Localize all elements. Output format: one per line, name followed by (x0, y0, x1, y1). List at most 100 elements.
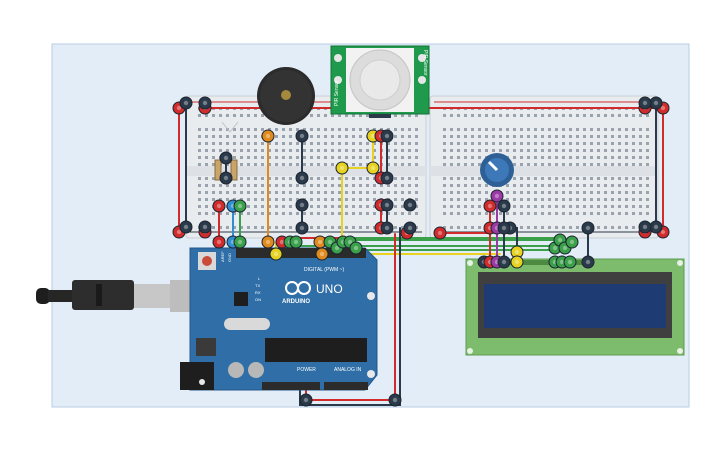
arduino-uno[interactable]: UNO ARDUINO DIGITAL (PWM ~) POWER ANALOG… (180, 247, 378, 391)
wire-endpoint[interactable] (403, 221, 417, 235)
resistor-icon (214, 159, 238, 181)
wire-endpoint-highlight (176, 105, 182, 111)
wire-endpoint-highlight (370, 165, 376, 171)
wire-endpoint[interactable] (380, 171, 394, 185)
wire-endpoint[interactable] (179, 96, 193, 110)
wire-endpoint[interactable] (483, 199, 497, 213)
wire-endpoint[interactable] (497, 221, 511, 235)
wire-endpoint[interactable] (219, 171, 233, 185)
wire-endpoint-highlight (370, 133, 376, 139)
wire-endpoint[interactable] (261, 235, 275, 249)
piezo-buzzer-icon[interactable] (257, 67, 315, 125)
wire-endpoint[interactable] (380, 198, 394, 212)
power-label: POWER (297, 367, 316, 373)
wire-endpoint-highlight (339, 165, 345, 171)
wire-endpoint-highlight (557, 237, 563, 243)
wire-endpoint-highlight (437, 230, 443, 236)
wire-endpoint[interactable] (198, 96, 212, 110)
wire-endpoint-highlight (501, 259, 507, 265)
wire-endpoint[interactable] (212, 235, 226, 249)
wire-endpoint-highlight (562, 245, 568, 251)
analog-label: ANALOG IN (334, 367, 362, 373)
wire-endpoint-highlight (392, 397, 398, 403)
wire-endpoint-highlight (265, 239, 271, 245)
wire-endpoint[interactable] (335, 161, 349, 175)
wire-endpoint-highlight (660, 229, 666, 235)
potentiometer-icon[interactable] (480, 153, 514, 187)
wire-endpoint[interactable] (388, 393, 402, 407)
wire-endpoint-highlight (299, 202, 305, 208)
wire-endpoint-highlight (642, 100, 648, 106)
on-label: ON (255, 297, 261, 302)
wire-endpoint[interactable] (295, 221, 309, 235)
wire-endpoint-highlight (384, 133, 390, 139)
wire-endpoints[interactable] (172, 96, 670, 407)
wire-endpoint-highlight (237, 203, 243, 209)
wire-endpoint[interactable] (366, 161, 380, 175)
wire-endpoint-highlight (585, 225, 591, 231)
aref-label: AREF (220, 251, 225, 262)
wire-endpoint-highlight (569, 239, 575, 245)
wire-endpoint-highlight (353, 245, 359, 251)
wire-endpoint-highlight (299, 175, 305, 181)
wire-endpoint-highlight (514, 249, 520, 255)
lcd-display[interactable] (465, 258, 685, 356)
wire-endpoint-highlight (303, 397, 309, 403)
arduino-brand: ARDUINO (282, 299, 310, 305)
wire-endpoint[interactable] (233, 199, 247, 213)
wire-endpoint[interactable] (295, 171, 309, 185)
wire-endpoint[interactable] (497, 255, 511, 269)
l-label: L (258, 276, 261, 281)
wire-endpoint[interactable] (380, 129, 394, 143)
wire-endpoint[interactable] (581, 255, 595, 269)
wire-endpoint-highlight (501, 225, 507, 231)
arduino-model: UNO (316, 282, 343, 296)
wire-endpoint[interactable] (233, 235, 247, 249)
wire-endpoint-highlight (514, 259, 520, 265)
wire-endpoint-highlight (319, 251, 325, 257)
wire-endpoint[interactable] (565, 235, 579, 249)
wire-endpoint[interactable] (179, 220, 193, 234)
wire-endpoint-highlight (585, 259, 591, 265)
wire-endpoint[interactable] (269, 247, 283, 261)
rx-label: RX (255, 290, 261, 295)
wire-endpoint[interactable] (295, 198, 309, 212)
wire-endpoint[interactable] (289, 235, 303, 249)
wire-endpoint[interactable] (563, 255, 577, 269)
wire-endpoint[interactable] (581, 221, 595, 235)
breadboard-right[interactable] (429, 95, 659, 239)
wire-endpoint[interactable] (212, 199, 226, 213)
wire-endpoint[interactable] (198, 220, 212, 234)
wire-endpoint-highlight (501, 203, 507, 209)
wire-endpoint[interactable] (315, 247, 329, 261)
wire-endpoint[interactable] (403, 198, 417, 212)
wire-endpoint[interactable] (638, 220, 652, 234)
tx-label: TX (255, 283, 260, 288)
wire-endpoint-highlight (494, 193, 500, 199)
wire-endpoint-highlight (334, 245, 340, 251)
wire-endpoint-highlight (567, 259, 573, 265)
wire-endpoint[interactable] (433, 226, 447, 240)
wire-endpoint[interactable] (219, 151, 233, 165)
wire-endpoint-highlight (407, 202, 413, 208)
wire-endpoint[interactable] (295, 129, 309, 143)
wire-endpoint[interactable] (261, 129, 275, 143)
wire-endpoint[interactable] (638, 96, 652, 110)
wire-endpoint[interactable] (299, 393, 313, 407)
wire-endpoint-highlight (384, 175, 390, 181)
wire-endpoint-highlight (202, 224, 208, 230)
wire-endpoint-highlight (487, 203, 493, 209)
wire-endpoint-highlight (273, 251, 279, 257)
wire-endpoint[interactable] (380, 221, 394, 235)
wire-endpoint-highlight (327, 239, 333, 245)
wire-endpoint[interactable] (349, 241, 363, 255)
wire-endpoint-highlight (216, 239, 222, 245)
wire-endpoint[interactable] (497, 199, 511, 213)
wire-endpoint-highlight (216, 203, 222, 209)
pir-sensor[interactable]: PIR Sensor PIR Sensor (330, 45, 430, 118)
wire-endpoint[interactable] (510, 255, 524, 269)
wire-endpoint[interactable] (490, 189, 504, 203)
wire-endpoint-highlight (293, 239, 299, 245)
